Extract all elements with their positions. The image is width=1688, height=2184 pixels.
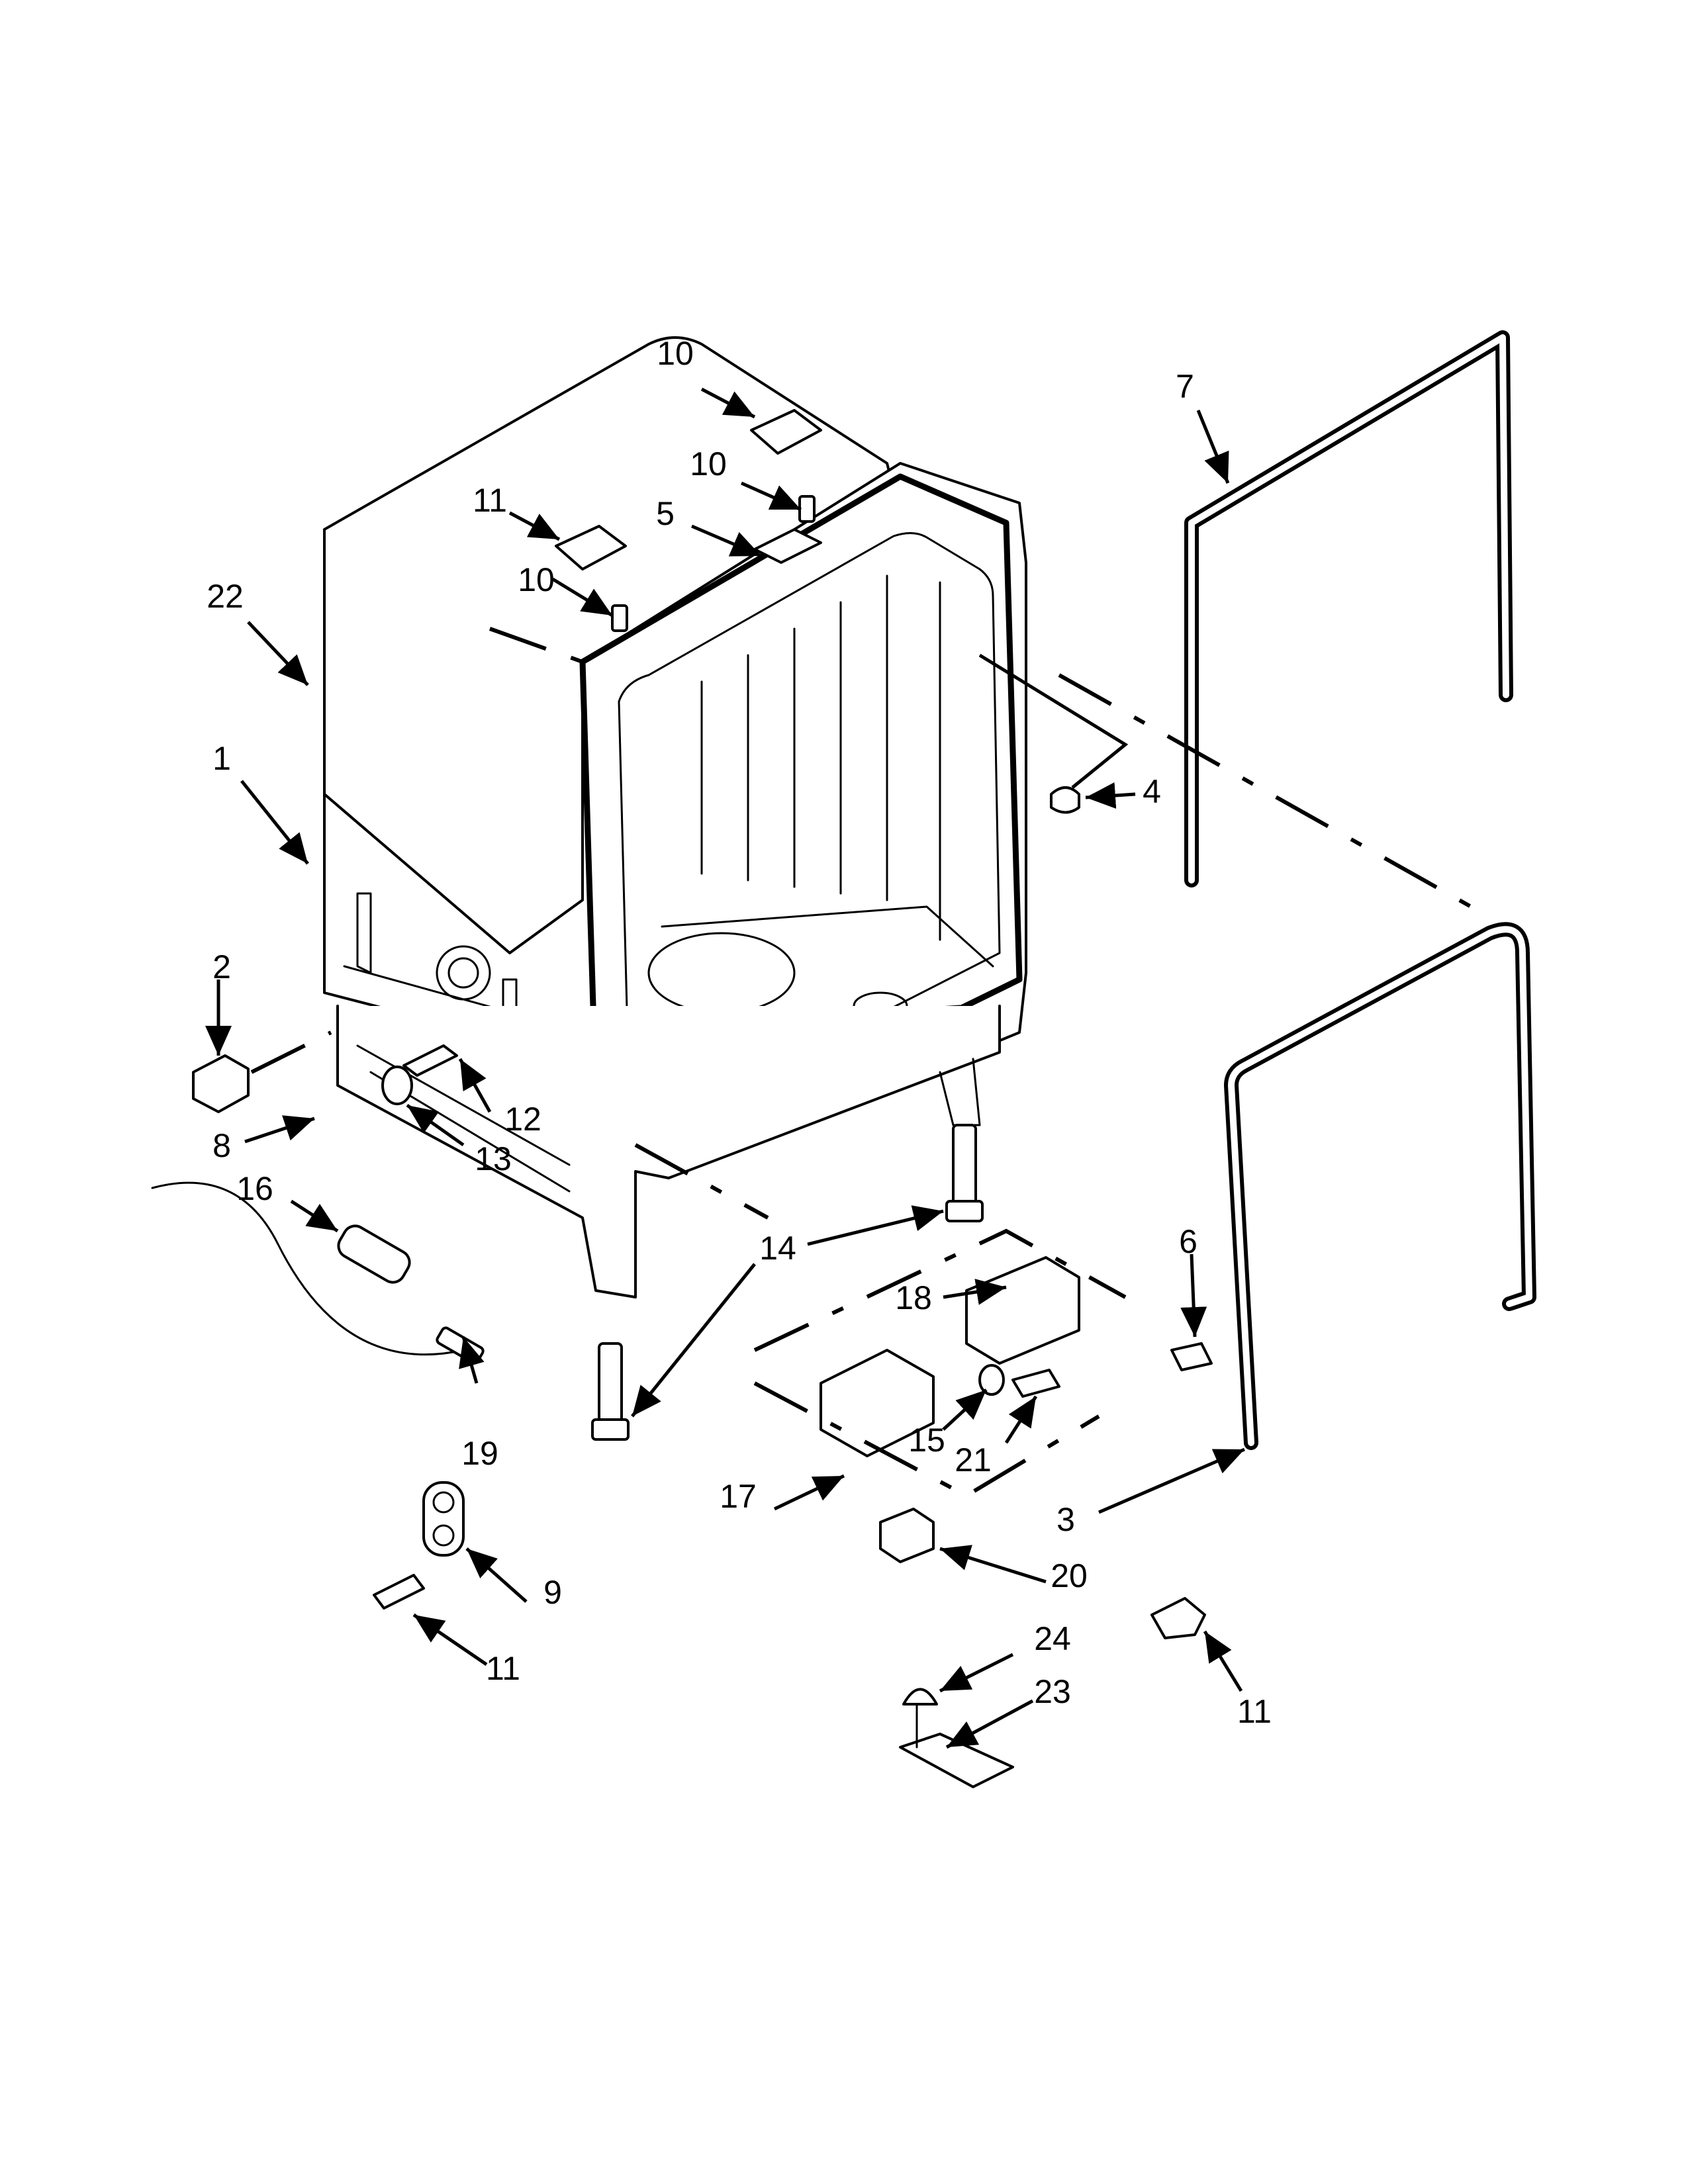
callout-11-upper: 10: [657, 335, 694, 372]
tub-back-ribs: [700, 574, 941, 941]
callout-13: 11: [1237, 1693, 1272, 1730]
part-22-connector: [879, 1508, 935, 1563]
callout-10-lower: 10: [518, 561, 555, 598]
leader-lines: [205, 387, 1245, 1749]
alignment-line-right: [1058, 673, 1484, 915]
part-11-clip-lower: [555, 525, 627, 570]
part-7-gasket-top: [1184, 330, 1513, 887]
callout-18: 16: [236, 1170, 273, 1207]
callout-8: 8: [212, 1127, 231, 1164]
callout-labels: 10 10 11 10 5 7 22 1 4 2 8 12 13 16 14 6…: [207, 335, 1272, 1730]
part-13-clip: [1150, 1597, 1206, 1639]
callout-5: 5: [656, 495, 675, 532]
callout-9: 9: [543, 1574, 562, 1611]
part-6-screw: [1170, 1342, 1213, 1371]
part-9-grommet: [422, 1481, 465, 1557]
tub-assembly: [323, 336, 1027, 1298]
callout-19: 17: [720, 1478, 757, 1515]
part-25-bracket: [899, 1703, 1014, 1788]
alignment-line-left: [250, 1030, 332, 1074]
callout-22: 20: [1051, 1557, 1088, 1594]
callout-10-upper: 10: [690, 445, 727, 482]
callout-11-lower: 11: [473, 482, 507, 519]
part-18-wire-harness: [151, 1181, 485, 1365]
part-14-screw: [402, 1044, 458, 1077]
tub-side-port: [436, 945, 491, 1001]
part-26-sensor: [902, 1688, 938, 1706]
alignment-line-lower: [634, 1143, 769, 1220]
part-23-screw: [1011, 1369, 1060, 1398]
callout-7: 7: [1176, 368, 1194, 405]
callout-4: 4: [1143, 773, 1161, 810]
part-17-washer: [978, 1364, 1005, 1396]
tub-top-bracket: [753, 528, 822, 564]
callout-25: 23: [1034, 1673, 1071, 1710]
callout-2: 2: [212, 948, 231, 985]
callout-23: 21: [955, 1441, 992, 1479]
part-11-clip-upper: [750, 409, 822, 455]
part-19-20-bracket-box: [753, 1228, 1127, 1498]
callout-17: 15: [908, 1422, 945, 1459]
callout-15: 13: [475, 1140, 512, 1177]
part-2-clip: [192, 1054, 250, 1113]
part-12-screw: [373, 1574, 425, 1610]
callout-6: 6: [1179, 1223, 1197, 1260]
callout-3: 3: [1056, 1501, 1075, 1538]
tub-side-port-inner: [447, 957, 479, 989]
part-15-washer: [381, 1066, 413, 1105]
part-16-leveling-leg-upper: [945, 1124, 984, 1222]
alignment-line-upper: [489, 627, 584, 664]
callout-1: 1: [212, 740, 231, 777]
part-10-screw-lower: [611, 604, 628, 632]
part-10-screw-upper: [798, 495, 816, 523]
part-3-gasket-bottom: [1224, 922, 1536, 1450]
part-16-leveling-leg-lower: [591, 1342, 630, 1441]
callout-14: 12: [504, 1101, 541, 1138]
callout-26: 24: [1034, 1620, 1071, 1657]
callout-21: 19: [461, 1435, 498, 1472]
callout-12: 11: [486, 1650, 520, 1687]
callout-16: 14: [759, 1230, 796, 1267]
part-4-plug: [978, 653, 1129, 814]
callout-20: 18: [895, 1279, 932, 1316]
callout-24: 22: [207, 578, 244, 615]
